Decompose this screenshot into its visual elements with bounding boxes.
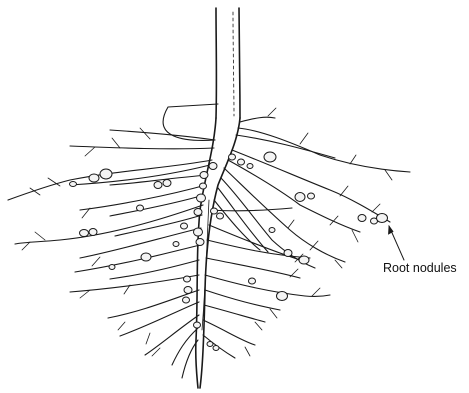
root-nodules — [70, 152, 388, 351]
label-pointer — [389, 226, 405, 260]
fine-rootlets — [22, 108, 392, 356]
lateral-roots — [8, 104, 410, 378]
root-nodules-label: Root nodules — [383, 261, 457, 275]
plant-stem — [215, 8, 240, 118]
